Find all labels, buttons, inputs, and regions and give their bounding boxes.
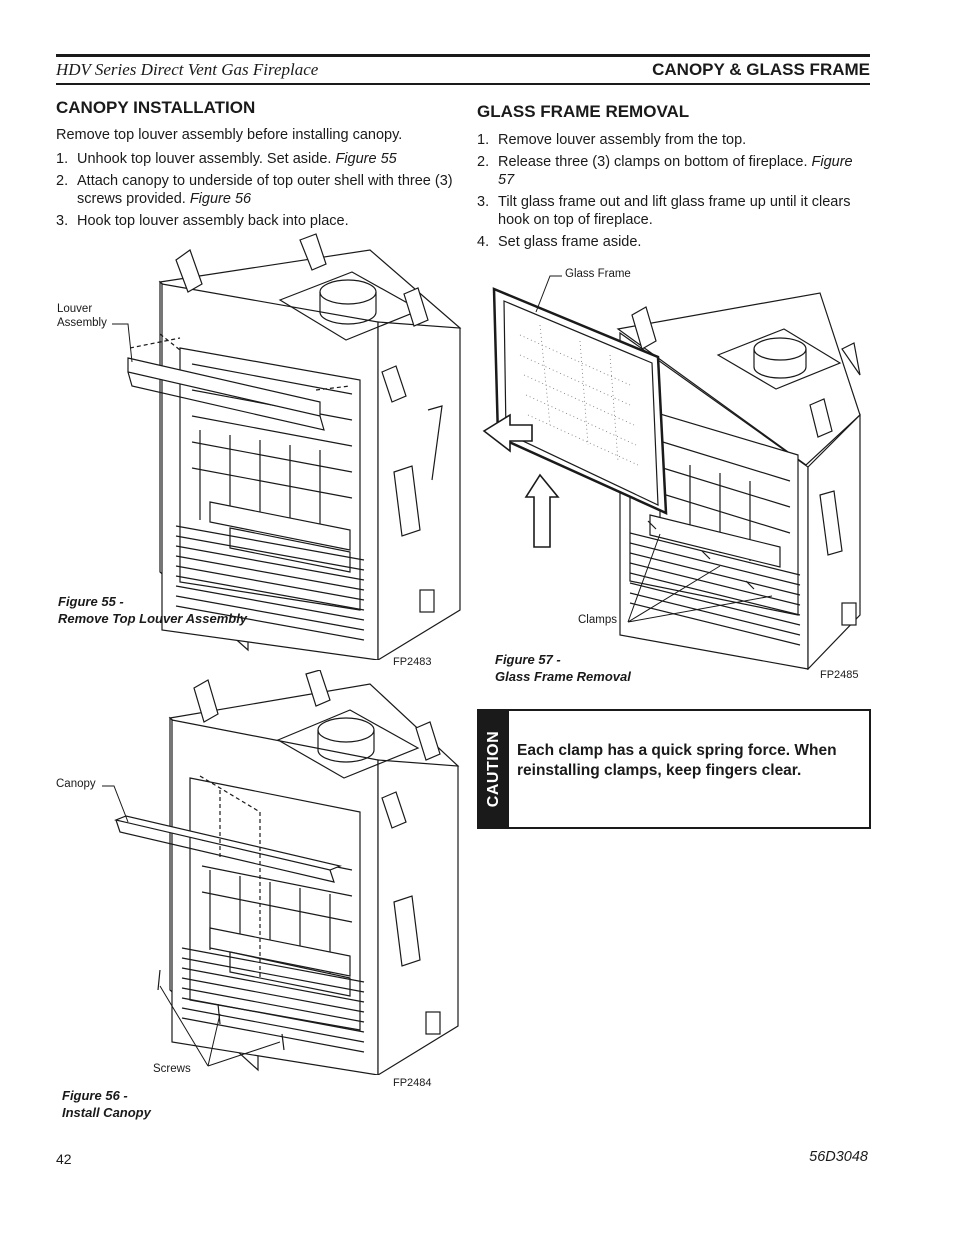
louver-callout-leader [112, 323, 133, 363]
list-item: 3.Tilt glass frame out and lift glass fr… [477, 194, 851, 228]
document-number: 56D3048 [809, 1149, 868, 1165]
figure-57-code: FP2485 [820, 669, 859, 681]
list-item: 2.Release three (3) clamps on bottom of … [477, 154, 853, 188]
glass-frame-steps: 1.Remove louver assembly from the top. 2… [477, 131, 872, 251]
canopy-installation-section: CANOPY INSTALLATION Remove top louver as… [56, 98, 456, 234]
clamps-callout: Clamps [578, 614, 617, 626]
list-item: 1.Remove louver assembly from the top. [477, 132, 747, 148]
figure-56-illustration [110, 670, 465, 1075]
header-top-rule [56, 54, 870, 57]
list-item: 3.Hook top louver assembly back into pla… [56, 213, 349, 229]
louver-assembly-callout: Louver Assembly [57, 303, 107, 329]
figure-55-illustration [120, 230, 470, 660]
canopy-installation-heading: CANOPY INSTALLATION [56, 98, 256, 117]
caution-text: Each clamp has a quick spring force. Whe… [517, 742, 837, 779]
section-title: CANOPY & GLASS FRAME [652, 60, 870, 79]
figure-57-illustration [480, 285, 865, 670]
page-number: 42 [56, 1151, 72, 1167]
list-item: 1.Unhook top louver assembly. Set aside.… [56, 151, 397, 167]
figure-56-code: FP2484 [393, 1077, 432, 1089]
figure-55-caption: Figure 55 - Remove Top Louver Assembly [58, 594, 248, 626]
glass-frame-removal-section: GLASS FRAME REMOVAL 1.Remove louver asse… [477, 102, 872, 255]
caution-label: CAUTION [485, 730, 502, 808]
glass-frame-callout: Glass Frame [565, 268, 631, 280]
figure-56-caption: Figure 56 - Install Canopy [62, 1088, 151, 1120]
clamps-callout-leaders [627, 533, 773, 623]
canopy-steps: 1.Unhook top louver assembly. Set aside.… [56, 150, 456, 230]
canopy-callout: Canopy [56, 778, 96, 790]
glass-frame-callout-leader [535, 275, 562, 313]
figure-57-caption: Figure 57 - Glass Frame Removal [495, 652, 631, 684]
canopy-intro: Remove top louver assembly before instal… [56, 127, 403, 143]
caution-box: CAUTION Each clamp has a quick spring fo… [477, 709, 871, 829]
series-title: HDV Series Direct Vent Gas Fireplace [56, 60, 319, 79]
canopy-callout-leader [102, 785, 129, 823]
list-item: 4.Set glass frame aside. [477, 234, 642, 250]
screws-callout: Screws [153, 1063, 191, 1075]
header-bottom-rule [56, 83, 870, 85]
figure-55-code: FP2483 [393, 656, 432, 668]
screws-callout-leaders [159, 985, 281, 1067]
caution-band: CAUTION [479, 711, 509, 827]
glass-frame-heading: GLASS FRAME REMOVAL [477, 102, 690, 121]
list-item: 2.Attach canopy to underside of top oute… [56, 173, 453, 207]
